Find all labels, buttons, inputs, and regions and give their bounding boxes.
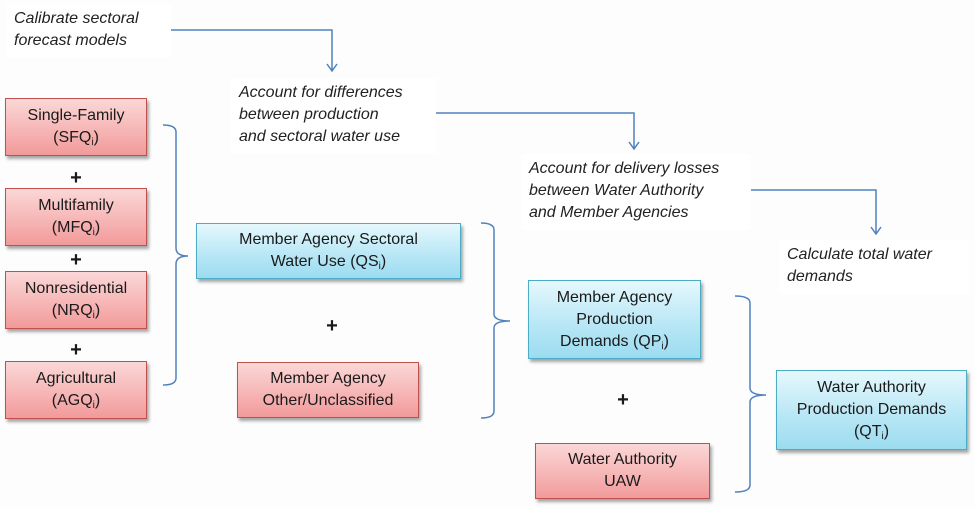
- code: NRQ: [57, 302, 93, 319]
- plus-sign: +: [326, 315, 338, 337]
- note-line: Account for delivery losses: [529, 160, 720, 177]
- label-text: (QT: [853, 423, 882, 440]
- note-line: between Water Authority: [529, 182, 704, 199]
- box-multifamily: Multifamily (MFQi): [5, 188, 147, 246]
- arrow-calibrate-to-differences: [171, 29, 338, 73]
- subscript: i: [881, 431, 884, 442]
- box-label: Other/Unclassified: [262, 392, 394, 409]
- arrow-differences-to-losses: [436, 112, 640, 151]
- brace-sectors: [162, 124, 189, 386]
- subscript: i: [92, 310, 95, 321]
- brace-sectoral-other: [480, 222, 511, 419]
- plus-sign: +: [70, 167, 82, 189]
- subscript: i: [92, 400, 95, 411]
- code: SFQ: [58, 129, 92, 146]
- box-label: Member Agency: [556, 288, 673, 306]
- subscript: i: [661, 340, 664, 352]
- arrow-losses-to-total: [751, 189, 882, 236]
- box-other-unclassified: Member Agency Other/Unclassified: [237, 362, 419, 418]
- note-delivery-losses: Account for delivery losses between Wate…: [521, 154, 751, 230]
- box-label: Agricultural: [35, 370, 117, 387]
- box-code: (SFQi): [53, 129, 99, 148]
- box-label: Multifamily: [38, 197, 114, 214]
- note-line: and Member Agencies: [529, 204, 689, 221]
- note-line: Account for differences: [239, 84, 403, 101]
- note-line: and sectoral water use: [239, 128, 400, 145]
- code: MFQ: [57, 219, 93, 236]
- plus-sign: +: [70, 249, 82, 271]
- subscript: i: [92, 227, 95, 238]
- box-single-family: Single-Family (SFQi): [5, 98, 147, 156]
- subscript: i: [378, 261, 381, 272]
- label-text: ): [663, 332, 669, 350]
- note-calibrate: Calibrate sectoral forecast models: [6, 4, 171, 58]
- box-water-authority-uaw: Water Authority UAW: [535, 443, 710, 499]
- box-code: (AGQi): [51, 392, 101, 411]
- note-differences: Account for differences between producti…: [231, 78, 436, 154]
- box-label: Water Authority: [817, 379, 926, 396]
- box-label: Water Use (QSi): [271, 251, 386, 273]
- box-label: Member Agency: [270, 370, 386, 387]
- box-label: UAW: [604, 473, 641, 490]
- subscript: i: [91, 137, 94, 148]
- label-text: ): [883, 423, 890, 440]
- brace-production-uaw: [734, 295, 767, 493]
- note-line: Calibrate sectoral: [14, 10, 139, 27]
- note-line: demands: [787, 268, 853, 285]
- box-label: (QTi): [854, 421, 889, 443]
- box-label: Single-Family: [27, 107, 125, 124]
- box-label: Production: [576, 310, 653, 328]
- label-text: ): [380, 253, 387, 270]
- box-nonresidential: Nonresidential (NRQi): [5, 271, 147, 329]
- note-line: forecast models: [14, 32, 127, 49]
- box-label: Production Demands: [796, 401, 947, 418]
- box-label: Nonresidential: [24, 280, 128, 297]
- box-sectoral-water-use: Member Agency Sectoral Water Use (QSi): [196, 223, 461, 279]
- note-line: Calculate total water: [787, 246, 932, 263]
- box-code: (NRQi): [51, 302, 101, 321]
- box-code: (MFQi): [51, 219, 101, 238]
- code: AGQ: [57, 392, 93, 409]
- box-production-demands: Member Agency Production Demands (QPi): [528, 280, 701, 359]
- plus-sign: +: [70, 339, 82, 361]
- label-text: Water Use (QS: [270, 253, 379, 270]
- plus-sign: +: [617, 389, 629, 411]
- box-label: Member Agency Sectoral: [239, 231, 418, 248]
- box-water-authority-production-demands: Water Authority Production Demands (QTi): [776, 370, 967, 450]
- box-label: Water Authority: [568, 451, 677, 468]
- note-line: between production: [239, 106, 379, 123]
- box-agricultural: Agricultural (AGQi): [5, 361, 147, 419]
- label-text: Demands (QP: [560, 332, 662, 350]
- note-total-demands: Calculate total water demands: [779, 240, 969, 294]
- box-label: Demands (QPi): [560, 331, 669, 353]
